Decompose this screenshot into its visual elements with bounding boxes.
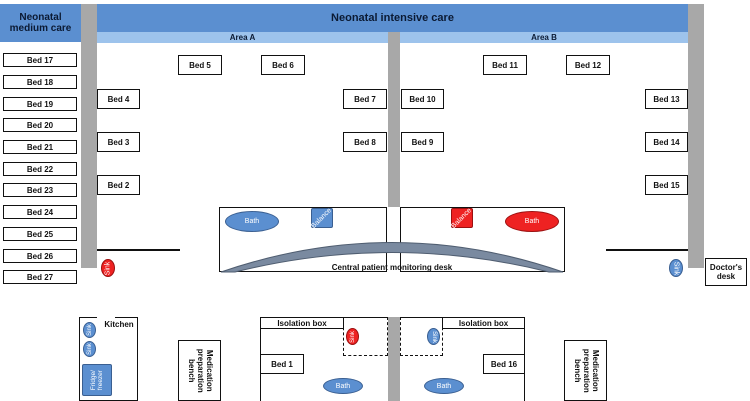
isolation-box-1-bath[interactable]: Bath <box>323 378 363 394</box>
bed-16[interactable]: Bed 16 <box>483 354 525 374</box>
partition-line-right <box>606 249 688 251</box>
balance-area-a[interactable]: Balance <box>310 206 334 230</box>
bed-13[interactable]: Bed 13 <box>645 89 688 109</box>
area-b-header: Area B <box>400 32 688 43</box>
medication-bench-left[interactable]: Medication preparation bench <box>178 340 221 401</box>
isolation-box-2-label: Isolation box <box>442 317 525 329</box>
bed-10[interactable]: Bed 10 <box>401 89 444 109</box>
bed-5[interactable]: Bed 5 <box>178 55 222 75</box>
fridge-freezer[interactable]: Fridge/ freezer <box>82 364 112 396</box>
kitchen-label: Kitchen <box>104 320 134 329</box>
kitchen-sink-1[interactable]: Sink <box>83 322 96 338</box>
bed-17[interactable]: Bed 17 <box>3 53 77 67</box>
doctors-desk[interactable]: Doctor's desk <box>705 258 747 286</box>
balance-area-b[interactable]: Balance <box>450 206 474 230</box>
monitoring-desk-label: Central patient monitoring desk <box>331 263 453 272</box>
bed-15[interactable]: Bed 15 <box>645 175 688 195</box>
bath-area-a[interactable]: Bath <box>225 211 279 232</box>
bed-24[interactable]: Bed 24 <box>3 205 77 219</box>
bed-4[interactable]: Bed 4 <box>97 89 140 109</box>
bed-25[interactable]: Bed 25 <box>3 227 77 241</box>
medium-care-header: Neonatal medium care <box>0 4 81 42</box>
bed-19[interactable]: Bed 19 <box>3 97 77 111</box>
isolation-box-1-label: Isolation box <box>260 317 344 329</box>
isolation-box-2-bath[interactable]: Bath <box>424 378 464 394</box>
medication-bench-right[interactable]: Medication preparation bench <box>564 340 607 401</box>
kitchen-sink-2[interactable]: Sink <box>83 341 96 357</box>
intensive-care-header: Neonatal intensive care <box>97 4 688 32</box>
bed-9[interactable]: Bed 9 <box>401 132 444 152</box>
bed-6[interactable]: Bed 6 <box>261 55 305 75</box>
isolation-box-2-anteroom <box>400 317 443 356</box>
bath-area-b[interactable]: Bath <box>505 211 559 232</box>
bottom-center-wall <box>388 317 400 401</box>
partition-line-left <box>97 249 180 251</box>
bed-14[interactable]: Bed 14 <box>645 132 688 152</box>
bed-27[interactable]: Bed 27 <box>3 270 77 284</box>
bed-23[interactable]: Bed 23 <box>3 183 77 197</box>
bed-26[interactable]: Bed 26 <box>3 249 77 263</box>
area-a-header: Area A <box>97 32 388 43</box>
right-wall <box>688 4 704 268</box>
bed-1[interactable]: Bed 1 <box>260 354 304 374</box>
bed-7[interactable]: Bed 7 <box>343 89 387 109</box>
kitchen-door-gap <box>97 317 115 319</box>
bed-8[interactable]: Bed 8 <box>343 132 387 152</box>
sink-area-a[interactable]: Sink <box>101 259 115 277</box>
bed-21[interactable]: Bed 21 <box>3 140 77 154</box>
bed-2[interactable]: Bed 2 <box>97 175 140 195</box>
bed-3[interactable]: Bed 3 <box>97 132 140 152</box>
isolation-box-1-anteroom <box>343 317 388 356</box>
bed-12[interactable]: Bed 12 <box>566 55 610 75</box>
isolation-box-2-sink[interactable]: Sink <box>427 328 440 345</box>
isolation-box-1-sink[interactable]: Sink <box>346 328 359 345</box>
bed-20[interactable]: Bed 20 <box>3 118 77 132</box>
bed-18[interactable]: Bed 18 <box>3 75 77 89</box>
sink-area-b[interactable]: Sink <box>669 259 683 277</box>
center-wall <box>388 32 400 207</box>
bed-11[interactable]: Bed 11 <box>483 55 527 75</box>
bed-22[interactable]: Bed 22 <box>3 162 77 176</box>
left-wall <box>81 4 97 268</box>
monitoring-desk-arc <box>220 242 564 273</box>
